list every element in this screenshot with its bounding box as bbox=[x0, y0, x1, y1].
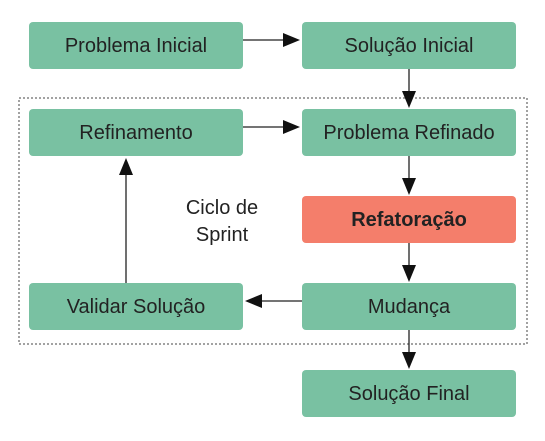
edge-refatoracao-to-mudanca bbox=[402, 243, 416, 282]
node-label: Problema Refinado bbox=[323, 122, 494, 144]
node-mudanca: Mudança bbox=[302, 283, 516, 330]
node-label: Refinamento bbox=[79, 122, 192, 144]
node-label: Mudança bbox=[368, 296, 451, 318]
edge-mudanca-to-solucao-final bbox=[402, 330, 416, 369]
node-problema-inicial: Problema Inicial bbox=[29, 22, 243, 69]
node-solucao-inicial: Solução Inicial bbox=[302, 22, 516, 69]
edge-problema-refinado-to-refatoracao bbox=[402, 156, 416, 195]
node-validar-solucao: Validar Solução bbox=[29, 283, 243, 330]
cycle-label-line1: Ciclo de bbox=[186, 197, 258, 219]
node-label: Solução Final bbox=[348, 383, 469, 405]
edge-solucao-inicial-to-problema-refinado bbox=[402, 69, 416, 108]
node-label: Validar Solução bbox=[67, 296, 206, 318]
edge-problema-inicial-to-solucao-inicial bbox=[243, 33, 300, 47]
edge-refinamento-to-problema-refinado bbox=[243, 120, 300, 134]
edge-mudanca-to-validar-solucao bbox=[245, 294, 302, 308]
node-label: Refatoração bbox=[351, 209, 467, 231]
node-refinamento: Refinamento bbox=[29, 109, 243, 156]
node-solucao-final: Solução Final bbox=[302, 370, 516, 417]
node-problema-refinado: Problema Refinado bbox=[302, 109, 516, 156]
sprint-cycle-frame bbox=[18, 97, 528, 345]
node-label: Problema Inicial bbox=[65, 35, 207, 57]
node-label: Solução Inicial bbox=[345, 35, 474, 57]
edge-validar-solucao-to-refinamento bbox=[119, 158, 133, 283]
node-refatoracao: Refatoração bbox=[302, 196, 516, 243]
cycle-label-line2: Sprint bbox=[196, 224, 249, 246]
